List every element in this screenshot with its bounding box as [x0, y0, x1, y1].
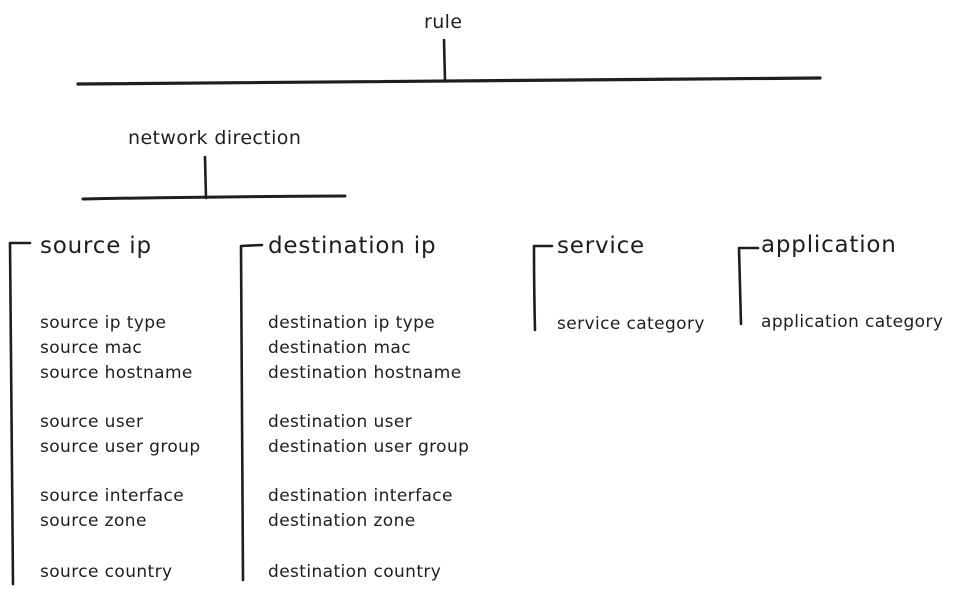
source-ip-group-identity: source ip type source mac source hostnam…	[40, 311, 193, 386]
tree-item-destination-user: destination user	[268, 412, 413, 432]
tree-item-source-hostname: source hostname	[40, 363, 193, 383]
tree-item-destination-country: destination country	[268, 562, 442, 582]
source-ip-group-user: source user source user group	[40, 410, 201, 460]
network-direction-stem-line	[203, 155, 208, 200]
tree-item-destination-interface: destination interface	[268, 486, 453, 506]
column-title-source-ip: source ip	[40, 233, 152, 259]
source-ip-group-geo: source country	[40, 560, 172, 585]
tree-item-application-category: application category	[761, 312, 944, 332]
service-group: service category	[557, 312, 705, 337]
tree-item-source-zone: source zone	[40, 511, 147, 531]
column-title-application: application	[761, 232, 897, 258]
tree-item-destination-ip-type: destination ip type	[268, 313, 436, 333]
tree-item-destination-user-group: destination user group	[268, 437, 470, 457]
rule-node-label: rule	[424, 11, 463, 33]
tree-item-source-country: source country	[40, 562, 173, 582]
tree-item-source-ip-type: source ip type	[40, 313, 167, 333]
destination-ip-group-geo: destination country	[268, 560, 441, 585]
rule-stem-line	[442, 38, 447, 83]
destination-ip-bracket	[239, 243, 264, 582]
tree-item-destination-mac: destination mac	[268, 338, 411, 358]
destination-ip-group-network: destination interface destination zone	[268, 484, 453, 534]
destination-ip-group-user: destination user destination user group	[268, 410, 469, 460]
network-direction-node-label: network direction	[128, 127, 302, 149]
tree-item-service-category: service category	[557, 314, 705, 334]
service-bracket	[532, 244, 554, 332]
tree-item-source-user-group: source user group	[40, 437, 201, 457]
rule-branch-line	[76, 76, 822, 86]
application-bracket	[737, 246, 760, 326]
application-group: application category	[761, 310, 943, 335]
tree-item-destination-hostname: destination hostname	[268, 363, 462, 383]
column-title-service: service	[557, 233, 645, 259]
source-ip-group-network: source interface source zone	[40, 484, 184, 534]
tree-item-source-mac: source mac	[40, 338, 143, 358]
network-direction-branch-line	[81, 194, 347, 201]
destination-ip-group-identity: destination ip type destination mac dest…	[268, 311, 462, 386]
column-title-destination-ip: destination ip	[268, 233, 437, 259]
source-ip-bracket	[8, 241, 32, 586]
tree-item-source-user: source user	[40, 412, 144, 432]
tree-item-source-interface: source interface	[40, 486, 185, 506]
tree-item-destination-zone: destination zone	[268, 511, 416, 531]
